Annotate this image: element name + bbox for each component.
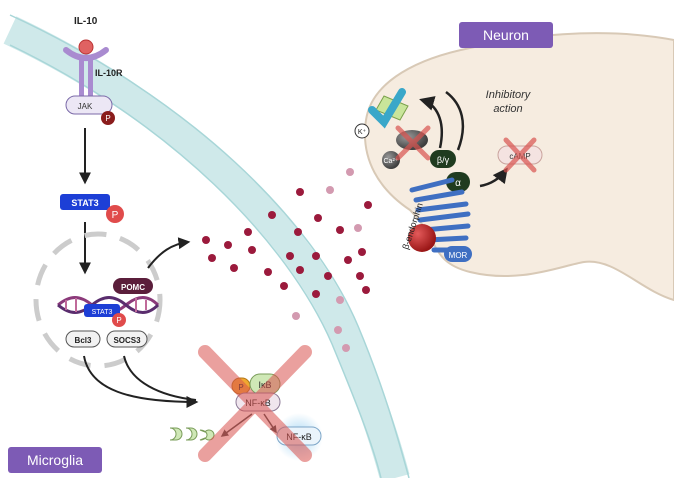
beta-endorphin-dot [314, 214, 322, 222]
microglia-membrane-outer [3, 16, 410, 478]
stat3-phospho-label: P [112, 210, 119, 221]
mor-box [444, 246, 472, 262]
mor-label: MOR [449, 251, 468, 260]
beta-endorphin-dot [264, 268, 272, 276]
beta-endorphin-dot [336, 296, 344, 304]
k-ion-circle [354, 123, 370, 139]
alpha-label: α [455, 178, 461, 189]
jak-phospho-circle [101, 111, 115, 125]
il10-label: IL-10 [74, 16, 98, 27]
beta-endorphin-dot [294, 228, 302, 236]
socs3-box [106, 330, 148, 348]
arrow-socs3-to-nfkb [123, 355, 197, 401]
k-ion-label: K⁺ [358, 129, 367, 136]
microglia-membrane-edge-2 [9, 44, 382, 478]
beta-endorphin-dot [344, 256, 352, 264]
inhibitory-action-line2: action [493, 103, 522, 115]
beta-endorphin-dot [202, 236, 210, 244]
bcl3-box [65, 330, 101, 348]
alpha-box [446, 172, 470, 192]
beta-endorphin-dot [342, 344, 350, 352]
beta-endorphin-dots [202, 168, 372, 352]
beta-endorphin-dot [358, 248, 366, 256]
beta-endorphin-dot [268, 211, 276, 219]
nfkb-inhibition-cross-icon [198, 345, 312, 462]
neuron-label: Neuron [483, 27, 529, 43]
beta-endorphin-dot [312, 290, 320, 298]
il10-ligand [78, 39, 94, 55]
stat3-box [60, 194, 110, 210]
beta-endorphin-ligand [408, 224, 436, 252]
beta-endorphin-dot [248, 246, 256, 254]
stat3-label: STAT3 [71, 198, 98, 208]
beta-gamma-box [430, 150, 456, 168]
beta-endorphin-dot [362, 286, 370, 294]
il10r-label: IL-10R [95, 68, 123, 78]
beta-endorphin-dot [346, 168, 354, 176]
beta-endorphin-dot [354, 224, 362, 232]
beta-endorphin-dot [312, 252, 320, 260]
microglia-membrane-edge-1 [9, 14, 410, 478]
beta-endorphin-dot [292, 312, 300, 320]
jak-label: JAK [78, 102, 93, 111]
arrow-pomc-to-secretion [147, 237, 191, 269]
pomc-label: POMC [121, 283, 145, 292]
stat3-dna-box [84, 304, 120, 317]
il10r-stalk-right [88, 58, 93, 98]
beta-endorphin-dot [280, 282, 288, 290]
neuron-label-box [459, 22, 553, 48]
il10r-cup [63, 47, 109, 61]
beta-endorphin-dot [356, 272, 364, 280]
beta-endorphin-dot [244, 228, 252, 236]
beta-endorphin-dot [296, 266, 304, 274]
beta-endorphin-dot [324, 272, 332, 280]
camp-inhibited-cross-icon [503, 137, 537, 173]
ikb-fragments-icon [169, 427, 215, 441]
beta-endorphin-dot [336, 226, 344, 234]
stat3-dna-phospho-circle [112, 313, 126, 327]
microglia-label-box [8, 447, 102, 473]
beta-endorphin-dot [208, 254, 216, 262]
arrow-bcl3-to-nfkb [83, 355, 199, 408]
bcl3-label: Bcl3 [75, 336, 92, 345]
pomc-box [113, 278, 153, 294]
beta-endorphin-dot [296, 188, 304, 196]
stat3-dna-label: STAT3 [92, 309, 113, 316]
beta-endorphin-dot [326, 186, 334, 194]
beta-endorphin-dot [286, 252, 294, 260]
beta-endorphin-dot [230, 264, 238, 272]
beta-endorphin-dot [224, 241, 232, 249]
beta-endorphin-dot [334, 326, 342, 334]
socs3-label: SOCS3 [113, 336, 141, 345]
microglia-label: Microglia [27, 452, 83, 468]
jak-phospho-label: P [105, 114, 110, 123]
stat3-phospho-circle [106, 205, 124, 223]
nucleus-envelope [33, 231, 163, 369]
arrow-gprotein-to-kchannel [419, 96, 443, 149]
beta-gamma-label: β/γ [437, 155, 450, 165]
channel-open-check-icon [368, 88, 406, 129]
beta-endorphin-dot [364, 201, 372, 209]
ca-ion-label: Ca²⁺ [384, 158, 399, 165]
stat3-dna-phospho-label: P [116, 316, 121, 325]
ca-ion-circle [382, 151, 400, 169]
nfkb-free-label: NF-κB [286, 432, 312, 442]
il10r-stalk-left [79, 58, 84, 98]
jak-box [65, 95, 113, 115]
arrow-gprotein-to-channels [445, 91, 465, 151]
ca-channel-blocked-cross-icon [395, 125, 431, 161]
inhibitory-action-line1: Inhibitory [486, 89, 532, 101]
